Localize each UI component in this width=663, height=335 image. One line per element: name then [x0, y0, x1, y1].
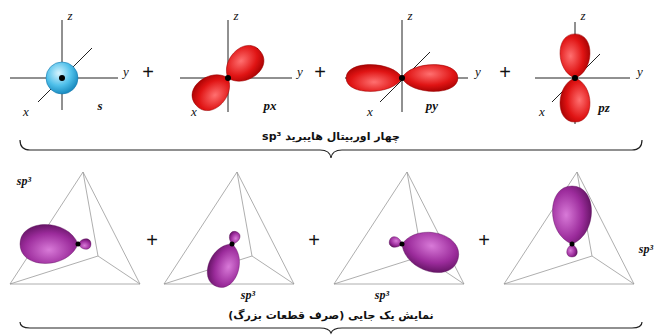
- group-brace: [20, 322, 642, 333]
- hybrid-small-lobe: [227, 230, 241, 246]
- orbital-name: sp³: [375, 289, 389, 302]
- axis-label: x: [23, 105, 29, 119]
- axis-label: z: [67, 9, 72, 23]
- orbital-name: sp³: [241, 289, 255, 302]
- px-orbital: [180, 20, 292, 117]
- orbital-name: pz: [598, 101, 610, 115]
- orbital-name: sp³: [639, 243, 653, 256]
- axis-label: x: [539, 105, 545, 119]
- plus-sign: +: [499, 61, 511, 83]
- s-sphere: [46, 62, 78, 94]
- plus-sign: +: [142, 61, 154, 83]
- tetrahedron-frame: [10, 172, 140, 284]
- nucleus-dot: [225, 75, 231, 81]
- axis-label: y: [297, 65, 303, 79]
- p-lobe: [402, 65, 458, 92]
- axis-label: y: [123, 65, 129, 79]
- tetrahedron: [334, 172, 464, 284]
- axis-label: x: [367, 105, 373, 119]
- nucleus-dot: [59, 75, 65, 81]
- tetrahedron: [10, 172, 140, 284]
- nucleus-dot: [76, 242, 81, 247]
- pz-orbital: [535, 22, 630, 124]
- nucleus-dot: [399, 75, 405, 81]
- orbital-name: py: [426, 99, 438, 113]
- hybrid-lobe: [553, 186, 592, 244]
- tetrahedron-frame: [334, 172, 464, 284]
- tetrahedron-frame: [504, 172, 634, 284]
- s-orbital: [10, 20, 118, 110]
- axis-label: x: [191, 105, 197, 119]
- p-lobe: [560, 34, 590, 78]
- plus-sign: +: [314, 61, 326, 83]
- axis-line: [535, 78, 630, 79]
- axis-label: z: [580, 9, 585, 23]
- p-lobe: [560, 78, 590, 122]
- axis-label: y: [475, 65, 481, 79]
- orbital-name: s: [97, 99, 102, 113]
- hybrid-lobe: [20, 225, 78, 264]
- nucleus-dot: [400, 242, 405, 247]
- plus-sign: +: [308, 229, 320, 251]
- hybrid-lobe: [397, 225, 463, 278]
- axis-label: z: [407, 9, 412, 23]
- group-caption: نمایش یک جایی (صرف قطعات بزرگ): [228, 310, 433, 322]
- p-lobe: [346, 65, 402, 92]
- tetrahedron: [504, 172, 634, 284]
- nucleus-dot: [230, 242, 235, 247]
- orbital-name: sp³: [17, 175, 31, 188]
- plus-sign: +: [146, 229, 158, 251]
- orbital-name: px: [264, 99, 277, 113]
- hybrid-lobe: [202, 239, 246, 292]
- group-caption: چهار اوربیتال هایبرید sp³: [262, 131, 400, 143]
- axis-label: z: [233, 9, 238, 23]
- axis-line: [402, 20, 403, 112]
- py-orbital: [345, 20, 468, 112]
- axis-line: [38, 48, 92, 102]
- nucleus-dot: [572, 75, 578, 81]
- axis-label: y: [637, 65, 643, 79]
- nucleus-dot: [570, 242, 575, 247]
- plus-sign: +: [478, 229, 490, 251]
- tetrahedron: [164, 172, 294, 292]
